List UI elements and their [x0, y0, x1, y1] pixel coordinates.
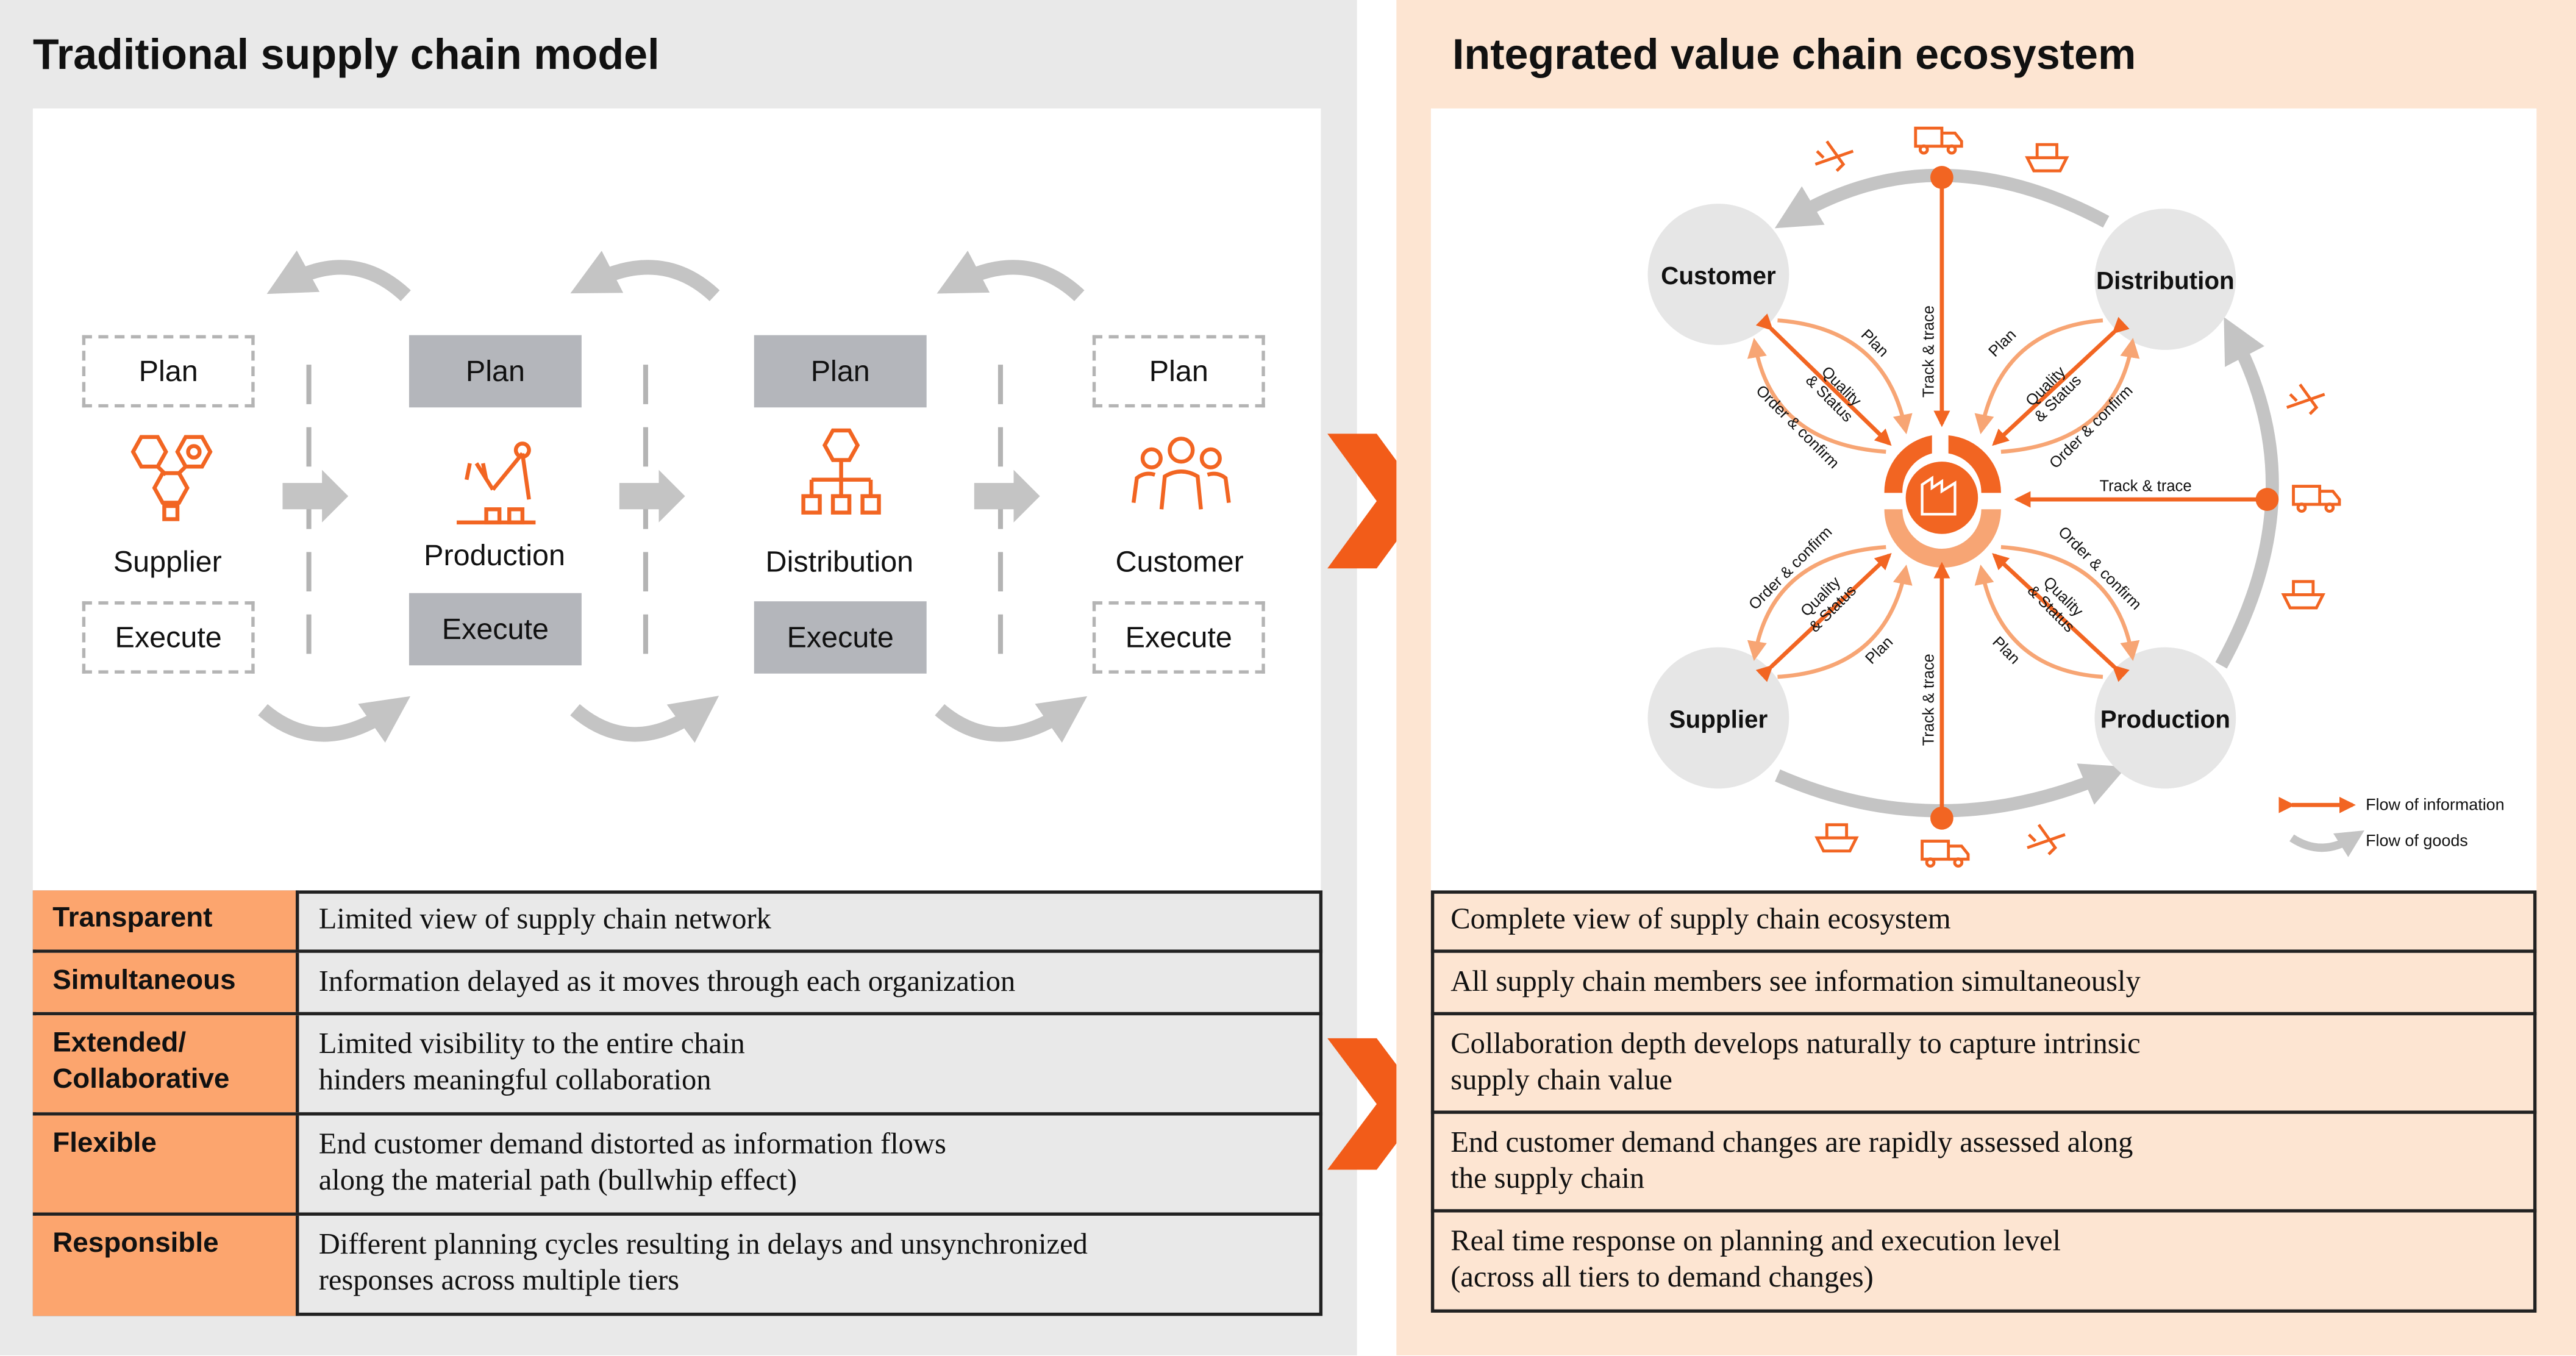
row-key: Flexible — [32, 1115, 299, 1213]
forward-arrow-3 — [935, 696, 1088, 743]
truck-icon — [1921, 840, 1970, 868]
table-row: Simultaneous Information delayed as it m… — [32, 952, 1323, 1016]
row-value: End customer demand distorted as informa… — [318, 1127, 946, 1196]
plan-label: Plan — [1858, 326, 1892, 360]
quality-status-label: Quality& Status — [2024, 570, 2090, 636]
block-arrow-1 — [282, 469, 349, 523]
traditional-title: Traditional supply chain model — [32, 29, 660, 79]
integrated-title: Integrated value chain ecosystem — [1452, 29, 2136, 79]
row-value: Information delayed as it moves through … — [318, 964, 1016, 997]
hierarchy-icon — [801, 428, 881, 515]
table-row: Complete view of supply chain ecosystem — [1430, 890, 2537, 953]
legend: Flow of information Flow of goods — [2278, 795, 2505, 857]
airplane-icon — [2286, 384, 2325, 415]
airplane-icon — [1814, 140, 1854, 172]
feedback-arrow-3 — [937, 251, 1085, 301]
truck-icon — [2292, 485, 2341, 513]
distribution-execute-box: Execute — [754, 601, 927, 674]
table-row: Transparent Limited view of supply chain… — [32, 890, 1323, 953]
production-label: Production — [424, 538, 565, 572]
legend-information: Flow of information — [2366, 795, 2505, 813]
factory-hub-icon — [1884, 435, 2001, 568]
distribution-label: Distribution — [765, 545, 914, 579]
traditional-flow-graphics — [130, 250, 1231, 743]
row-value: Limited view of supply chain network — [318, 902, 771, 935]
table-row: Extended/ Collaborative Limited visibili… — [32, 1015, 1323, 1116]
table-row: Responsible Different planning cycles re… — [32, 1215, 1322, 1316]
supplier-icon — [130, 435, 213, 521]
production-execute-box: Execute — [409, 593, 582, 666]
track-trace-right-label: Track & trace — [2099, 478, 2191, 495]
customer-node-label: Customer — [1661, 262, 1776, 290]
row-key: Extended/ Collaborative — [32, 1015, 299, 1113]
plan-label: Plan — [1989, 633, 2023, 668]
supplier-node — [1647, 647, 1789, 789]
feedback-arrow-1 — [266, 250, 411, 301]
forward-arrow-1 — [258, 696, 411, 743]
track-trace-bottom-label: Track & trace — [1920, 654, 1937, 746]
row-key: Responsible — [32, 1215, 299, 1316]
production-node-label: Production — [2100, 705, 2230, 733]
production-plan-box: Plan — [409, 335, 582, 408]
robot-arm-icon — [457, 441, 536, 525]
distribution-node — [2094, 209, 2236, 350]
forward-arrow-2 — [570, 696, 719, 743]
production-node — [2094, 647, 2236, 789]
table-row: Collaboration depth develops naturally t… — [1430, 1015, 2537, 1114]
customer-plan-box: Plan — [1092, 335, 1265, 408]
block-arrow-2 — [619, 469, 685, 523]
table-row: Real time response on planning and execu… — [1450, 1224, 2061, 1293]
supplier-node-label: Supplier — [1669, 705, 1768, 733]
ship-icon — [2025, 143, 2069, 173]
truck-icon — [1914, 126, 1963, 155]
integrated-diagram — [1430, 108, 2537, 891]
customer-node — [1647, 204, 1789, 345]
table-row: End customer demand changes are rapidly … — [1430, 1114, 2537, 1213]
row-value: Limited visibility to the entire chain h… — [318, 1027, 745, 1096]
ecosystem-graphics: Customer Distribution Supplier Productio… — [1647, 126, 2505, 868]
row-value: Different planning cycles resulting in d… — [318, 1227, 1088, 1296]
feedback-arrow-2 — [570, 251, 720, 301]
distribution-plan-box: Plan — [754, 335, 927, 408]
integrated-table — [1430, 890, 2537, 1313]
row-key: Simultaneous — [32, 952, 299, 1012]
supplier-label: Supplier — [113, 545, 222, 579]
supplier-plan-box: Plan — [82, 335, 255, 408]
table-row: Flexible End customer demand distorted a… — [32, 1115, 1323, 1216]
plan-label: Plan — [1985, 326, 2019, 360]
table-row: All supply chain members see information… — [1430, 953, 2537, 1016]
track-trace-top-label: Track & trace — [1920, 305, 1937, 398]
customer-execute-box: Execute — [1092, 601, 1265, 674]
quality-status-label: Quality& Status — [1794, 570, 1860, 636]
distribution-node-label: Distribution — [2096, 266, 2235, 294]
legend-goods: Flow of goods — [2366, 832, 2468, 850]
plan-label: Plan — [1862, 633, 1896, 668]
people-icon — [1131, 437, 1231, 510]
block-arrow-3 — [974, 469, 1040, 523]
customer-label: Customer — [1115, 545, 1244, 579]
airplane-icon — [2027, 824, 2066, 855]
row-key: Transparent — [32, 890, 299, 950]
ship-icon — [2281, 580, 2325, 610]
supplier-execute-box: Execute — [82, 601, 255, 674]
ship-icon — [1814, 823, 1859, 853]
